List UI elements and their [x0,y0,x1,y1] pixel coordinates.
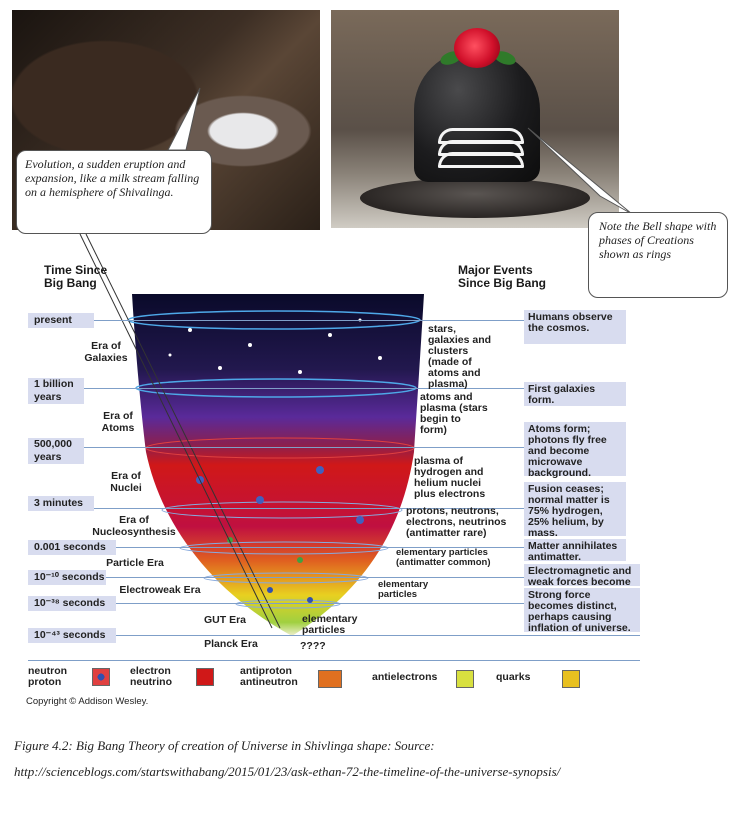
quarks-swatch [562,670,580,688]
legend-proton-label: proton [28,676,62,688]
rose-flower [454,28,500,68]
middle-text-electroweak: elementary particles [378,579,429,600]
timeline-line-500000 [28,447,626,448]
era-label-nuclei: Era of Nuclei [110,470,142,494]
timeline-line-1-billion [28,388,626,389]
time-label-1-billion: 1 billion years [28,378,84,404]
time-label-1e-10-sec: 10⁻¹⁰ seconds [28,570,106,585]
time-label-3-min: 3 minutes [28,496,94,511]
legend-quarks-label: quarks [496,671,531,683]
time-since-header: Time Since Big Bang [44,264,107,290]
neutron-proton-swatch [92,668,110,686]
copyright-text: Copyright © Addison Wesley. [26,696,149,707]
legend-antineutron-label: antineutron [240,676,298,688]
era-label-atoms: Era of Atoms [101,410,135,434]
evolution-callout: Evolution, a sudden eruption and expansi… [16,150,212,234]
middle-text-nucleosynthesis: protons, neutrons, electrons, neutrinos … [406,505,507,539]
antielectrons-swatch [456,670,474,688]
bell-callout-text: Note the Bell shape with phases of Creat… [599,219,717,261]
middle-text-planck: ???? [300,640,326,652]
timeline-line-3-min [28,508,626,509]
header-left-line1: Time Since [44,263,108,277]
era-label-electroweak: Electroweak Era [119,584,201,596]
timeline-line-1e-10 [28,577,640,578]
major-events-header: Major Events Since Big Bang [458,264,546,290]
middle-text-particle: elementary particles (antimatter common) [396,547,491,568]
time-label-1e-38-sec: 10⁻³⁸ seconds [28,596,116,611]
antiproton-swatch [318,670,342,688]
header-left-line2: Big Bang [44,276,97,290]
timeline-line-1e-38 [28,603,640,604]
legend-divider [28,660,640,661]
legend-neutron-label: neutron [28,665,68,677]
event-humans: Humans observe the cosmos. [524,310,626,344]
header-right-line2: Since Big Bang [458,276,547,290]
time-label-0001-sec: 0.001 seconds [28,540,116,555]
era-label-planck: Planck Era [204,638,258,650]
timeline-line-1e-43 [28,635,640,636]
event-atoms-form: Atoms form; photons fly free and become … [524,422,626,479]
legend-neutron-proton: neutron proton [28,666,67,688]
legend-neutrino-label: neutrino [130,676,172,688]
stripe-ring-3 [438,152,524,168]
legend-electron-neutrino: electron neutrino [130,666,172,688]
evolution-callout-text: Evolution, a sudden eruption and expansi… [25,157,200,199]
time-label-present: present [28,313,94,328]
event-fusion-ceases: Fusion ceases; normal matter is 75% hydr… [524,482,626,539]
event-matter-annihilates: Matter annihilates antimatter. [524,539,626,563]
event-electroweak: Electromagnetic and weak forces become d… [524,564,640,599]
event-first-galaxies: First galaxies form. [524,382,626,406]
legend-antiproton-antineutron: antiproton antineutron [240,666,298,688]
time-label-1e-43-sec: 10⁻⁴³ seconds [28,628,116,643]
era-label-nucleosynthesis: Era of Nucleosynthesis [92,514,176,538]
event-strong-force: Strong force becomes distinct, perhaps c… [524,588,640,634]
era-label-particle: Particle Era [106,557,164,569]
legend-antielectrons-label: antielectrons [372,671,438,683]
bell-shape-callout: Note the Bell shape with phases of Creat… [588,212,728,298]
shivalinga-base [360,178,590,218]
figure-caption: Figure 4.2: Big Bang Theory of creation … [14,738,435,753]
time-label-500000: 500,000 years [28,438,84,464]
legend-electron-label: electron [130,665,171,677]
electron-neutrino-swatch [196,668,214,686]
era-label-galaxies: Era of Galaxies [84,340,128,364]
source-url: http://scienceblogs.com/startswithabang/… [14,764,561,779]
legend-antiproton-label: antiproton [240,665,292,677]
middle-text-galaxies: stars, galaxies and clusters (made of at… [428,323,492,390]
middle-text-atoms: atoms and plasma (stars begin to form) [420,391,488,436]
timeline-line-present [28,320,626,321]
middle-text-gut: elementary particles [302,613,358,636]
middle-text-nuclei: plasma of hydrogen and helium nuclei plu… [414,455,486,500]
timeline-line-0001 [28,547,626,548]
era-label-gut: GUT Era [203,614,246,626]
header-right-line1: Major Events [458,263,533,277]
